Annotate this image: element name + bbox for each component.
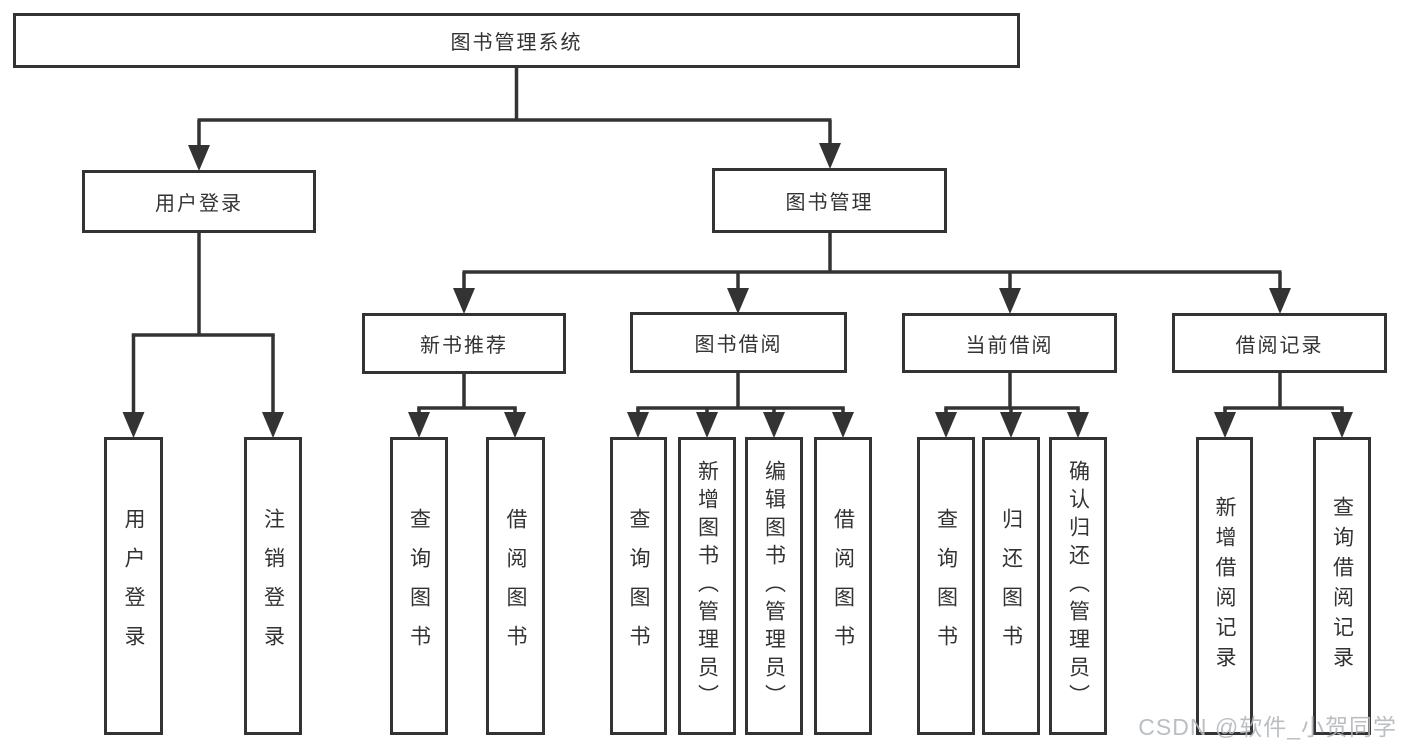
leaf-add-books-admin: 新增图书（管理员） — [678, 437, 736, 735]
leaf-query-books-borrow: 查询图书 — [610, 437, 667, 735]
leaf-query-books-recommend: 查询图书 — [390, 437, 448, 735]
leaf-query-books-current: 查询图书 — [917, 437, 975, 735]
leaf-query-books-current-label: 查询图书 — [934, 508, 958, 664]
connector-current-borrow-group — [935, 373, 1089, 438]
leaf-edit-books-admin: 编辑图书（管理员） — [745, 437, 803, 735]
leaf-user-login-label: 用户登录 — [122, 508, 145, 664]
leaf-borrow-books-recommend: 借阅图书 — [486, 437, 545, 735]
leaf-return-books: 归还图书 — [982, 437, 1040, 735]
node-book-management-label: 图书管理 — [785, 192, 874, 214]
node-system-root: 图书管理系统 — [13, 13, 1020, 68]
leaf-add-borrow-record-label: 新增借阅记录 — [1213, 496, 1236, 676]
leaf-query-borrow-record-label: 查询借阅记录 — [1330, 496, 1354, 676]
leaf-confirm-return-admin: 确认归还（管理员） — [1049, 437, 1107, 735]
node-system-root-label: 图书管理系统 — [450, 32, 583, 54]
node-borrow-records-label: 借阅记录 — [1235, 334, 1324, 357]
leaf-add-books-admin-label: 新增图书（管理员） — [695, 460, 719, 712]
node-new-book-recommend: 新书推荐 — [362, 313, 566, 374]
node-user-login: 用户登录 — [82, 170, 316, 233]
leaf-confirm-return-admin-label: 确认归还（管理员） — [1066, 460, 1090, 712]
connector-book-borrow-group — [627, 372, 854, 438]
node-current-borrow: 当前借阅 — [902, 313, 1117, 373]
node-current-borrow-label: 当前借阅 — [965, 334, 1054, 357]
connector-new-book-group — [408, 373, 526, 438]
leaf-edit-books-admin-label: 编辑图书（管理员） — [762, 460, 786, 712]
node-book-borrow: 图书借阅 — [630, 312, 847, 373]
connector-borrow-record-group — [1214, 373, 1353, 438]
leaf-query-books-recommend-label: 查询图书 — [407, 508, 431, 664]
leaf-borrow-books: 借阅图书 — [814, 437, 872, 735]
leaf-query-borrow-record: 查询借阅记录 — [1313, 437, 1371, 735]
node-book-borrow-label: 图书借阅 — [694, 334, 783, 356]
connector-level2-to-level3 — [453, 233, 1291, 314]
leaf-query-books-borrow-label: 查询图书 — [627, 508, 650, 664]
leaf-logout: 注销登录 — [244, 437, 302, 735]
leaf-add-borrow-record: 新增借阅记录 — [1196, 437, 1253, 735]
node-book-management: 图书管理 — [712, 168, 947, 233]
connector-user-login-group — [122, 233, 284, 438]
connector-root-to-level2 — [188, 68, 841, 171]
node-user-login-label: 用户登录 — [155, 193, 243, 215]
leaf-logout-label: 注销登录 — [261, 508, 285, 664]
leaf-borrow-books-recommend-label: 借阅图书 — [504, 508, 527, 664]
node-new-book-recommend-label: 新书推荐 — [420, 335, 508, 357]
leaf-borrow-books-label: 借阅图书 — [831, 508, 855, 664]
node-borrow-records: 借阅记录 — [1172, 313, 1387, 373]
leaf-user-login: 用户登录 — [104, 437, 163, 735]
leaf-return-books-label: 归还图书 — [999, 508, 1023, 664]
